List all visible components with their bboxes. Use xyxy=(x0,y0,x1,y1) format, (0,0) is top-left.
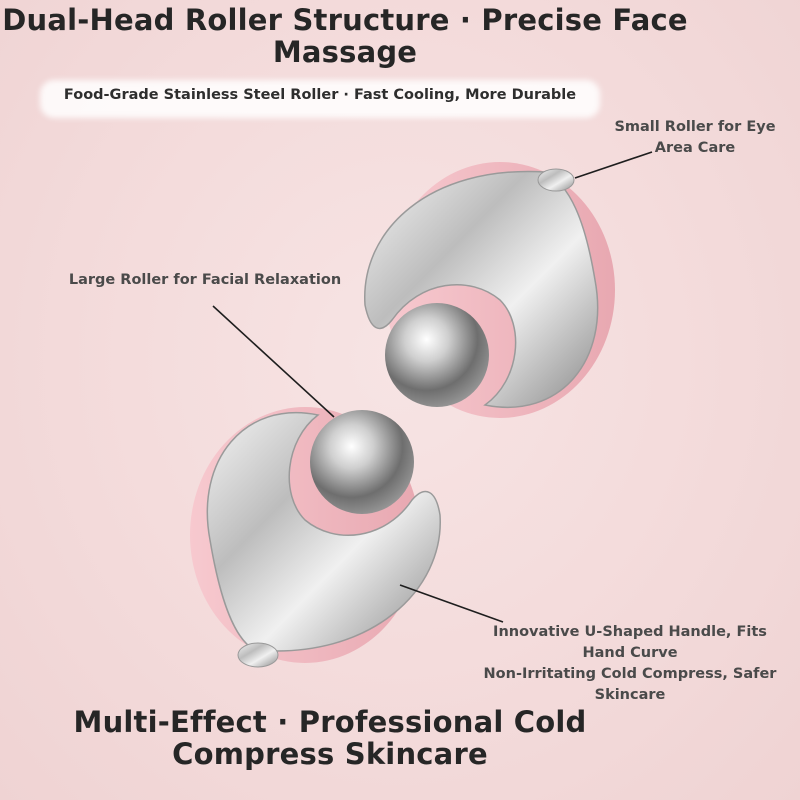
leader-line-small-roller xyxy=(574,151,653,179)
small-eye-roller xyxy=(537,168,575,192)
bottom-device-ball xyxy=(310,410,414,514)
bottom-device-u-handle xyxy=(206,412,441,652)
top-device-u-handle xyxy=(364,170,599,408)
callout-handle-line2: Non-Irritating Cold Compress, Safer Skin… xyxy=(483,666,777,703)
callout-handle-line1: Innovative U-Shaped Handle, Fits Hand Cu… xyxy=(493,624,767,661)
headline-bottom: Multi-Effect · Professional Cold Compres… xyxy=(73,705,587,771)
bottom-small-roller xyxy=(237,642,279,668)
callout-large-roller: Large Roller for Facial Relaxation xyxy=(68,272,342,288)
top-device-ball xyxy=(385,303,489,407)
leader-line-handle xyxy=(399,584,504,623)
callout-small-roller: Small Roller for Eye Area Care xyxy=(614,119,776,156)
top-roller-device xyxy=(364,162,615,418)
subtitle-band xyxy=(40,80,600,118)
headline-top: Dual-Head Roller Structure · Precise Fac… xyxy=(2,3,688,69)
leader-line-large-roller xyxy=(212,305,335,418)
bottom-roller-device xyxy=(190,407,441,668)
callout-handle: Innovative U-Shaped Handle, Fits Hand Cu… xyxy=(470,622,790,706)
subtitle: Food-Grade Stainless Steel Roller · Fast… xyxy=(63,87,577,103)
